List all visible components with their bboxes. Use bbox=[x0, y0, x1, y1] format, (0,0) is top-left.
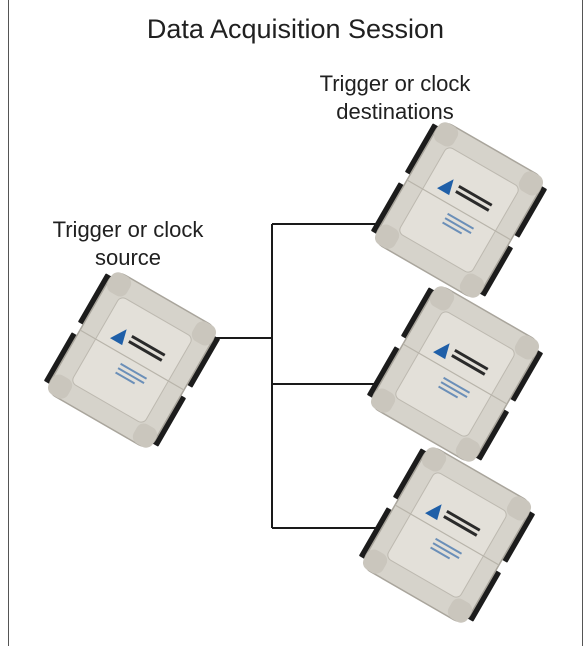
daq-device-icon bbox=[39, 265, 225, 455]
destinations-label-line1: Trigger or clock bbox=[319, 71, 471, 96]
source-label-line1: Trigger or clock bbox=[52, 217, 204, 242]
diagram-title: Data Acquisition Session bbox=[146, 14, 445, 44]
daq-device-icon bbox=[366, 115, 552, 305]
daq-device-icon bbox=[354, 440, 540, 630]
source-device bbox=[39, 265, 225, 455]
destination-device-2 bbox=[362, 279, 548, 469]
daq-device-icon bbox=[362, 279, 548, 469]
destinations-label-line2: destinations bbox=[336, 99, 454, 124]
connection-wires bbox=[182, 223, 392, 529]
destinations-label: Trigger or clock destinations bbox=[300, 70, 490, 126]
source-label: Trigger or clock source bbox=[30, 216, 226, 272]
source-label-line2: source bbox=[94, 245, 162, 270]
destination-device-3 bbox=[354, 440, 540, 630]
destination-device-1 bbox=[366, 115, 552, 305]
diagram-frame bbox=[8, 0, 583, 646]
